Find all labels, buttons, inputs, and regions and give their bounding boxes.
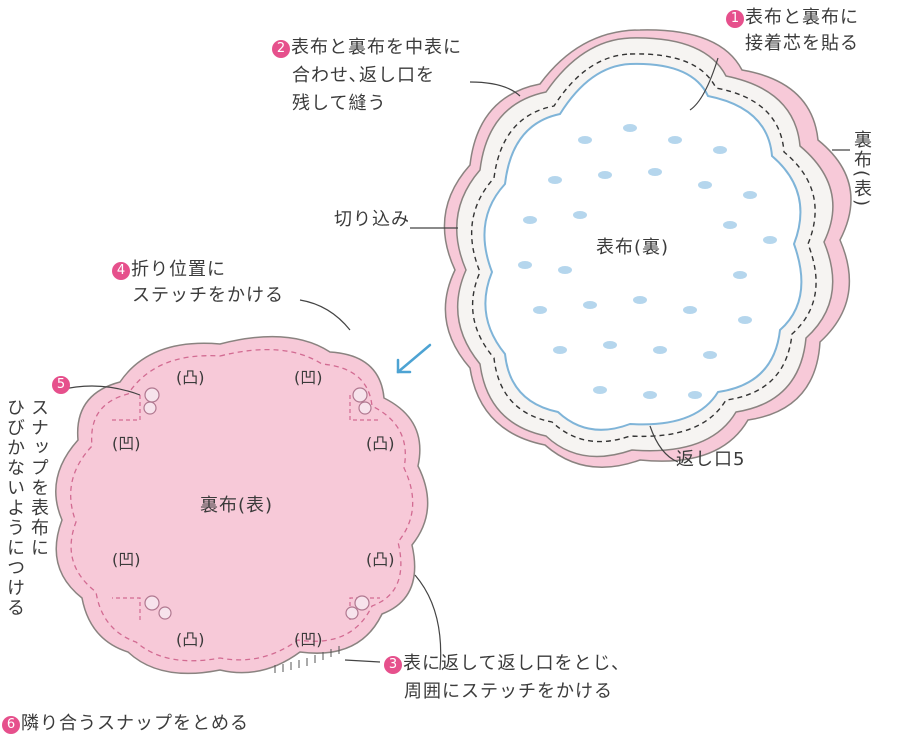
step2-line3: 残して縫う (292, 93, 387, 114)
step5-text2: ひびかないようにつける (4, 398, 25, 618)
step6-number: 6 (2, 716, 20, 734)
lining-face (55, 335, 429, 675)
arrow-icon (396, 343, 432, 374)
step2-number: 2 (272, 40, 290, 58)
lining-side-label: 裏布(表) (851, 130, 872, 209)
step4-line2: ステッチをかける (132, 285, 284, 306)
inner-panel (483, 62, 803, 431)
finished-piece (55, 335, 429, 675)
step3-number: 3 (384, 656, 402, 674)
step1-line2-label: 接着芯を貼る (745, 33, 859, 54)
step2-line1: 表布と裏布を中表に (291, 37, 462, 58)
step4-number: 4 (112, 262, 130, 280)
snap-female-bottom-right: (凹) (294, 630, 323, 649)
step3-line1: 表に返して返し口をとじ､ (403, 653, 622, 674)
edge-stitch (70, 349, 414, 662)
closing-stitches (274, 646, 340, 673)
snap-female-top-left: (凹) (112, 434, 141, 453)
snap-male-bottom-left: (凸) (176, 630, 205, 649)
opening-label: 返し口5 (676, 449, 746, 470)
step6-text: 隣り合うスナップをとめる (21, 713, 249, 734)
step5-number: 5 (52, 376, 70, 394)
outer-back-label: 表布(裏) (596, 237, 670, 258)
snap-female-top-right: (凹) (294, 368, 323, 387)
snap-male-top-right: (凸) (366, 434, 395, 453)
step1-line1: 表布と裏布に (745, 7, 859, 28)
sewn-piece (443, 29, 852, 469)
snap-male-bottom-right: (凸) (366, 550, 395, 569)
interfacing-dots (518, 124, 777, 399)
snaps (143, 387, 372, 620)
lining-front-label: 裏布(表) (200, 495, 274, 516)
step5-number-wrap: 5 (52, 374, 71, 394)
fold-stitches (112, 395, 380, 620)
step3-line2: 周囲にステッチをかける (404, 681, 613, 702)
step5-text: スナップを表布に (28, 398, 49, 558)
snap-male-top-left: (凸) (176, 368, 205, 387)
seam-line (470, 53, 817, 443)
cut-label: 切り込み (334, 209, 410, 230)
snap-female-bottom-left: (凹) (112, 550, 141, 569)
step2-line2: 合わせ､返し口を (292, 65, 435, 86)
step4-line1: 折り位置に (131, 259, 226, 280)
step1-number: 1 (726, 10, 744, 28)
